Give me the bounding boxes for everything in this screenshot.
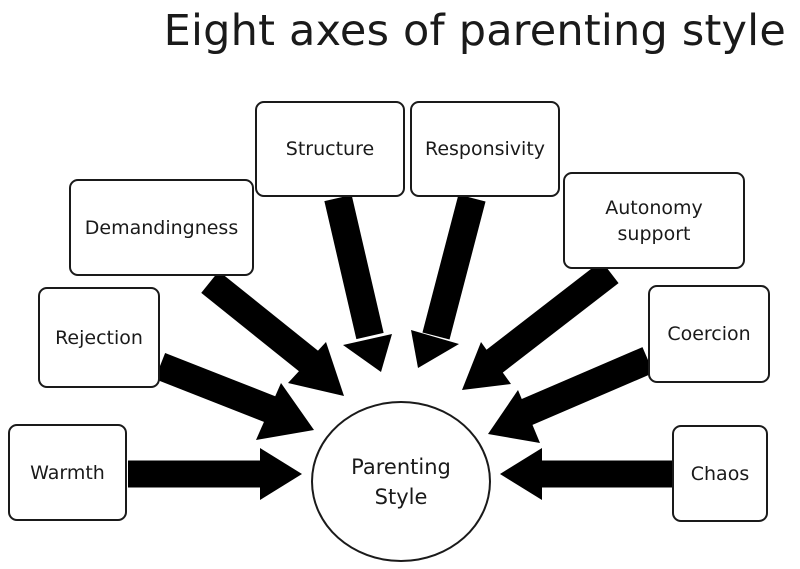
label-autonomy: Autonomy bbox=[605, 196, 703, 219]
label-support: support bbox=[617, 222, 691, 245]
label-demandingness: Demandingness bbox=[84, 216, 239, 239]
label-structure: Structure bbox=[285, 138, 375, 160]
box-coercion: Coercion bbox=[648, 285, 770, 383]
label-chaos: Chaos bbox=[690, 462, 750, 485]
box-responsivity: Responsivity bbox=[410, 101, 560, 197]
box-autonomy-support: Autonomy support bbox=[563, 172, 745, 269]
arrow-coercion bbox=[488, 347, 654, 443]
center-label-line2: Style bbox=[374, 484, 428, 509]
arrow-chaos bbox=[500, 448, 672, 500]
label-coercion: Coercion bbox=[667, 323, 751, 345]
diagram-title: Eight axes of parenting style bbox=[163, 6, 786, 56]
box-structure: Structure bbox=[255, 101, 405, 197]
box-demandingness: Demandingness bbox=[69, 179, 254, 276]
center-parenting-style: Parenting Style bbox=[311, 401, 491, 562]
label-rejection: Rejection bbox=[55, 326, 143, 349]
label-responsivity: Responsivity bbox=[424, 138, 546, 160]
label-warmth: Warmth bbox=[30, 461, 105, 484]
arrow-rejection bbox=[154, 352, 314, 440]
box-warmth: Warmth bbox=[8, 424, 127, 521]
box-chaos: Chaos bbox=[672, 425, 768, 522]
arrow-structure bbox=[324, 194, 392, 372]
arrow-responsivity bbox=[411, 194, 486, 368]
box-rejection: Rejection bbox=[38, 287, 160, 388]
center-label-line1: Parenting bbox=[351, 454, 451, 479]
arrow-warmth bbox=[128, 448, 302, 500]
arrow-demandingness bbox=[201, 271, 344, 396]
arrow-autonomy-support bbox=[462, 260, 619, 390]
